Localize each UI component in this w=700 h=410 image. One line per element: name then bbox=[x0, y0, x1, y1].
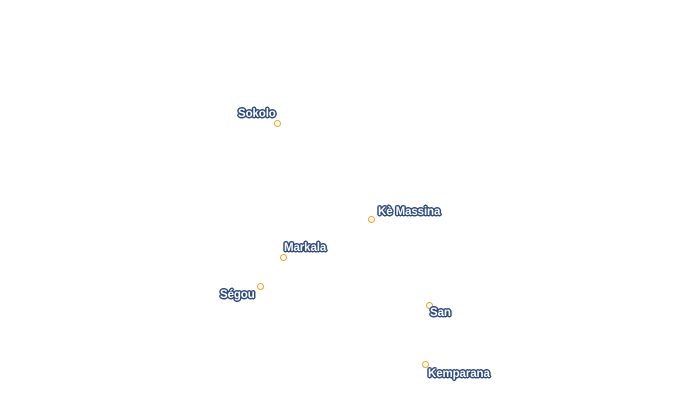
city-dot-icon bbox=[367, 215, 375, 223]
city-dot-icon bbox=[279, 253, 287, 261]
city-label-ke-massina: Kè Massina bbox=[378, 206, 441, 218]
city-dot-icon bbox=[421, 360, 429, 368]
city-dot-icon bbox=[273, 119, 281, 127]
city-label-markala: Markala bbox=[284, 242, 327, 254]
city-dot-icon bbox=[256, 282, 264, 290]
city-label-segou: Ségou bbox=[220, 289, 255, 301]
city-label-san: San bbox=[430, 307, 451, 319]
city-label-sokolo: Sokolo bbox=[238, 108, 276, 120]
city-dot-icon bbox=[425, 301, 433, 309]
city-label-kemparana: Kemparana bbox=[428, 368, 490, 380]
